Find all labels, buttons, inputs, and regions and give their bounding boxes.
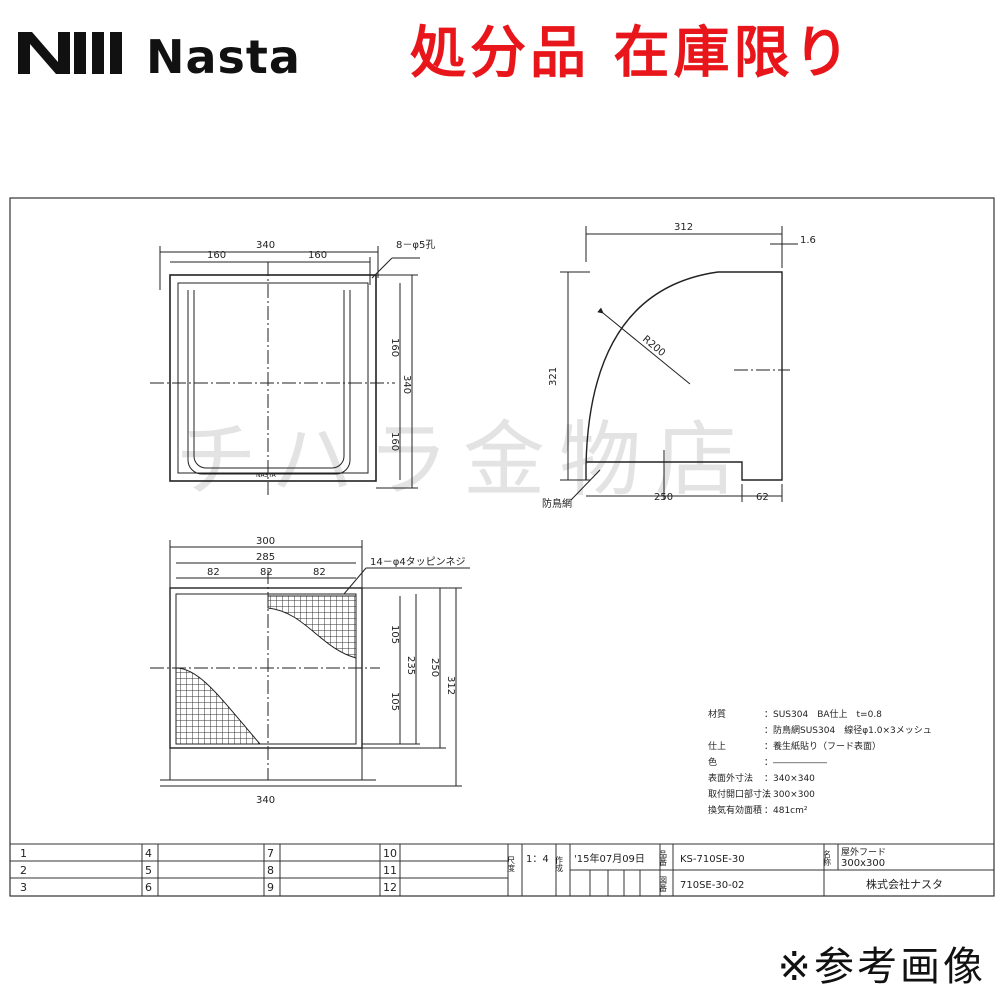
drawing-no-value: 710SE-30-02 (680, 880, 744, 891)
revision-2: 2 (20, 864, 27, 877)
title-block (10, 843, 994, 896)
spec-label-opening-size: 取付開口部寸法 (708, 788, 771, 800)
bottom-view-labels: 300 285 82 82 82 14－φ4タッピンネジ 105 235 105… (207, 536, 465, 806)
spec-label-effective-area: 換気有効面積 (708, 804, 762, 816)
revision-5: 5 (145, 864, 152, 877)
spec-label-material: 材質 (708, 708, 726, 720)
date-label: 作成 (555, 855, 564, 873)
brand-name: Nasta (146, 30, 301, 84)
dim-bottom-pitch3: 82 (313, 567, 326, 578)
spec-table: 材質 ：SUS304 BA仕上 t=0.8 ：防鳥網SUS304 線径φ1.0×… (708, 708, 932, 816)
dim-screw-note: 14－φ4タッピンネジ (370, 556, 465, 568)
spec-value-mesh: ：防鳥網SUS304 線径φ1.0×3メッシュ (764, 724, 932, 736)
dim-bottom-opening: 250 (429, 658, 440, 677)
dim-side-thickness: 1.6 (800, 235, 816, 246)
dim-side-base: 250 (654, 492, 673, 503)
spec-value-outer-size: ：340×340 (764, 774, 815, 784)
dim-front-height-upper: 160 (389, 338, 400, 357)
dim-bottom-pitch2: 82 (260, 567, 273, 578)
dim-bottom-h-lower: 105 (389, 692, 400, 711)
dim-bottom-pitch-span: 285 (256, 552, 275, 563)
name-line1: 屋外フード (841, 846, 886, 858)
brand-logo: Nasta (18, 20, 348, 80)
spec-value-material: ：SUS304 BA仕上 t=0.8 (764, 708, 882, 720)
nasta-logo-mark (18, 32, 122, 74)
name-line2: 300x300 (841, 858, 885, 869)
title-block-text: 1 4 7 10 2 5 8 11 3 6 9 12 尺度 1：4 作成 '15… (20, 846, 943, 894)
dim-front-height-lower: 160 (389, 432, 400, 451)
dim-front-height: 340 (401, 375, 412, 394)
spec-value-color: ：―――――― (764, 758, 827, 768)
revision-11: 11 (383, 864, 397, 877)
front-view-labels: 340 160 160 8－φ5孔 160 340 160 NASTA (207, 239, 435, 479)
spec-value-finish: ：養生紙貼り（フード表面） (764, 740, 881, 752)
front-brand-mark: NASTA (256, 472, 277, 479)
dim-front-width: 340 (256, 240, 275, 251)
date-value: '15年07月09日 (574, 852, 645, 865)
clearance-notice: 処分品 在庫限り (410, 21, 854, 86)
sheet-border (9, 197, 995, 897)
revision-7: 7 (267, 847, 274, 860)
revision-4: 4 (145, 847, 152, 860)
dim-bottom-base-width: 340 (256, 795, 275, 806)
dim-bottom-pitch1: 82 (207, 567, 220, 578)
front-view (150, 246, 420, 495)
revision-9: 9 (267, 881, 274, 894)
dim-front-half-right: 160 (308, 250, 327, 261)
spec-value-opening-size: ：300×300 (764, 790, 815, 800)
watermark-text: チハラ金物店 (175, 413, 751, 508)
spec-label-outer-size: 表面外寸法 (708, 772, 753, 784)
dim-side-height: 321 (548, 367, 559, 386)
bottom-view (150, 540, 470, 787)
name-label: 名称 (823, 849, 832, 867)
spec-label-color: 色 (708, 756, 717, 768)
part-no-value: KS-710SE-30 (680, 854, 745, 865)
scale-value: 1：4 (526, 854, 549, 865)
revision-3: 3 (20, 881, 27, 894)
revision-1: 1 (20, 847, 27, 860)
part-no-label: 品番 (659, 850, 668, 867)
dim-bottom-h-total: 235 (405, 656, 416, 675)
dim-front-half-left: 160 (207, 250, 226, 261)
spec-label-finish: 仕上 (708, 740, 726, 752)
dim-side-lip: 62 (756, 492, 769, 503)
revision-10: 10 (383, 847, 397, 860)
side-view (560, 226, 798, 502)
revision-8: 8 (267, 864, 274, 877)
dim-bottom-overall: 312 (445, 676, 456, 695)
spec-value-effective-area: ：481cm² (764, 806, 808, 816)
dim-side-depth: 312 (674, 222, 693, 233)
company-name: 株式会社ナスタ (866, 877, 943, 891)
revision-12: 12 (383, 881, 397, 894)
reference-image-note: ※参考画像 (777, 944, 986, 990)
dim-bottom-h-upper: 105 (389, 625, 400, 644)
dim-bottom-width: 300 (256, 536, 275, 547)
scale-label: 尺度 (507, 856, 516, 873)
revision-6: 6 (145, 881, 152, 894)
mesh-label: 防鳥網 (542, 497, 572, 510)
dim-hole-note: 8－φ5孔 (396, 239, 435, 251)
drawing-no-label: 図番 (659, 876, 668, 893)
